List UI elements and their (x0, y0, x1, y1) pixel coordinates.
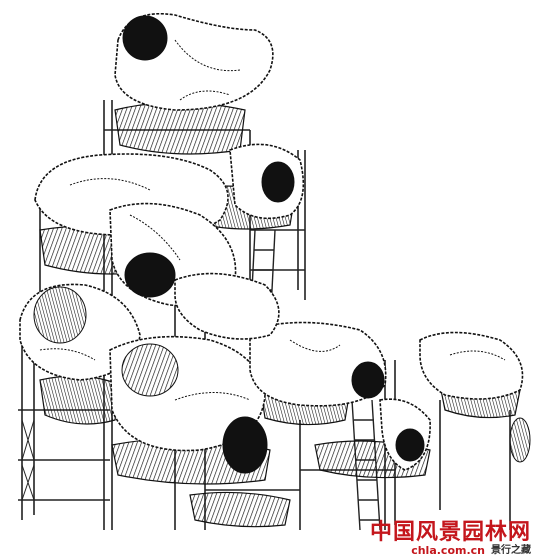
pod-openings (33, 15, 531, 474)
watermark-title: 中国风景园林网 (369, 519, 531, 545)
watermark: 中国风景园林网 chla.com.cn 景行之藏 (370, 521, 531, 556)
watermark-tag: 景行之藏 (491, 544, 531, 556)
pod-seams (39, 39, 506, 401)
watermark-site: chla.com.cn (411, 544, 485, 557)
watermark-subline: chla.com.cn 景行之藏 (411, 545, 531, 556)
